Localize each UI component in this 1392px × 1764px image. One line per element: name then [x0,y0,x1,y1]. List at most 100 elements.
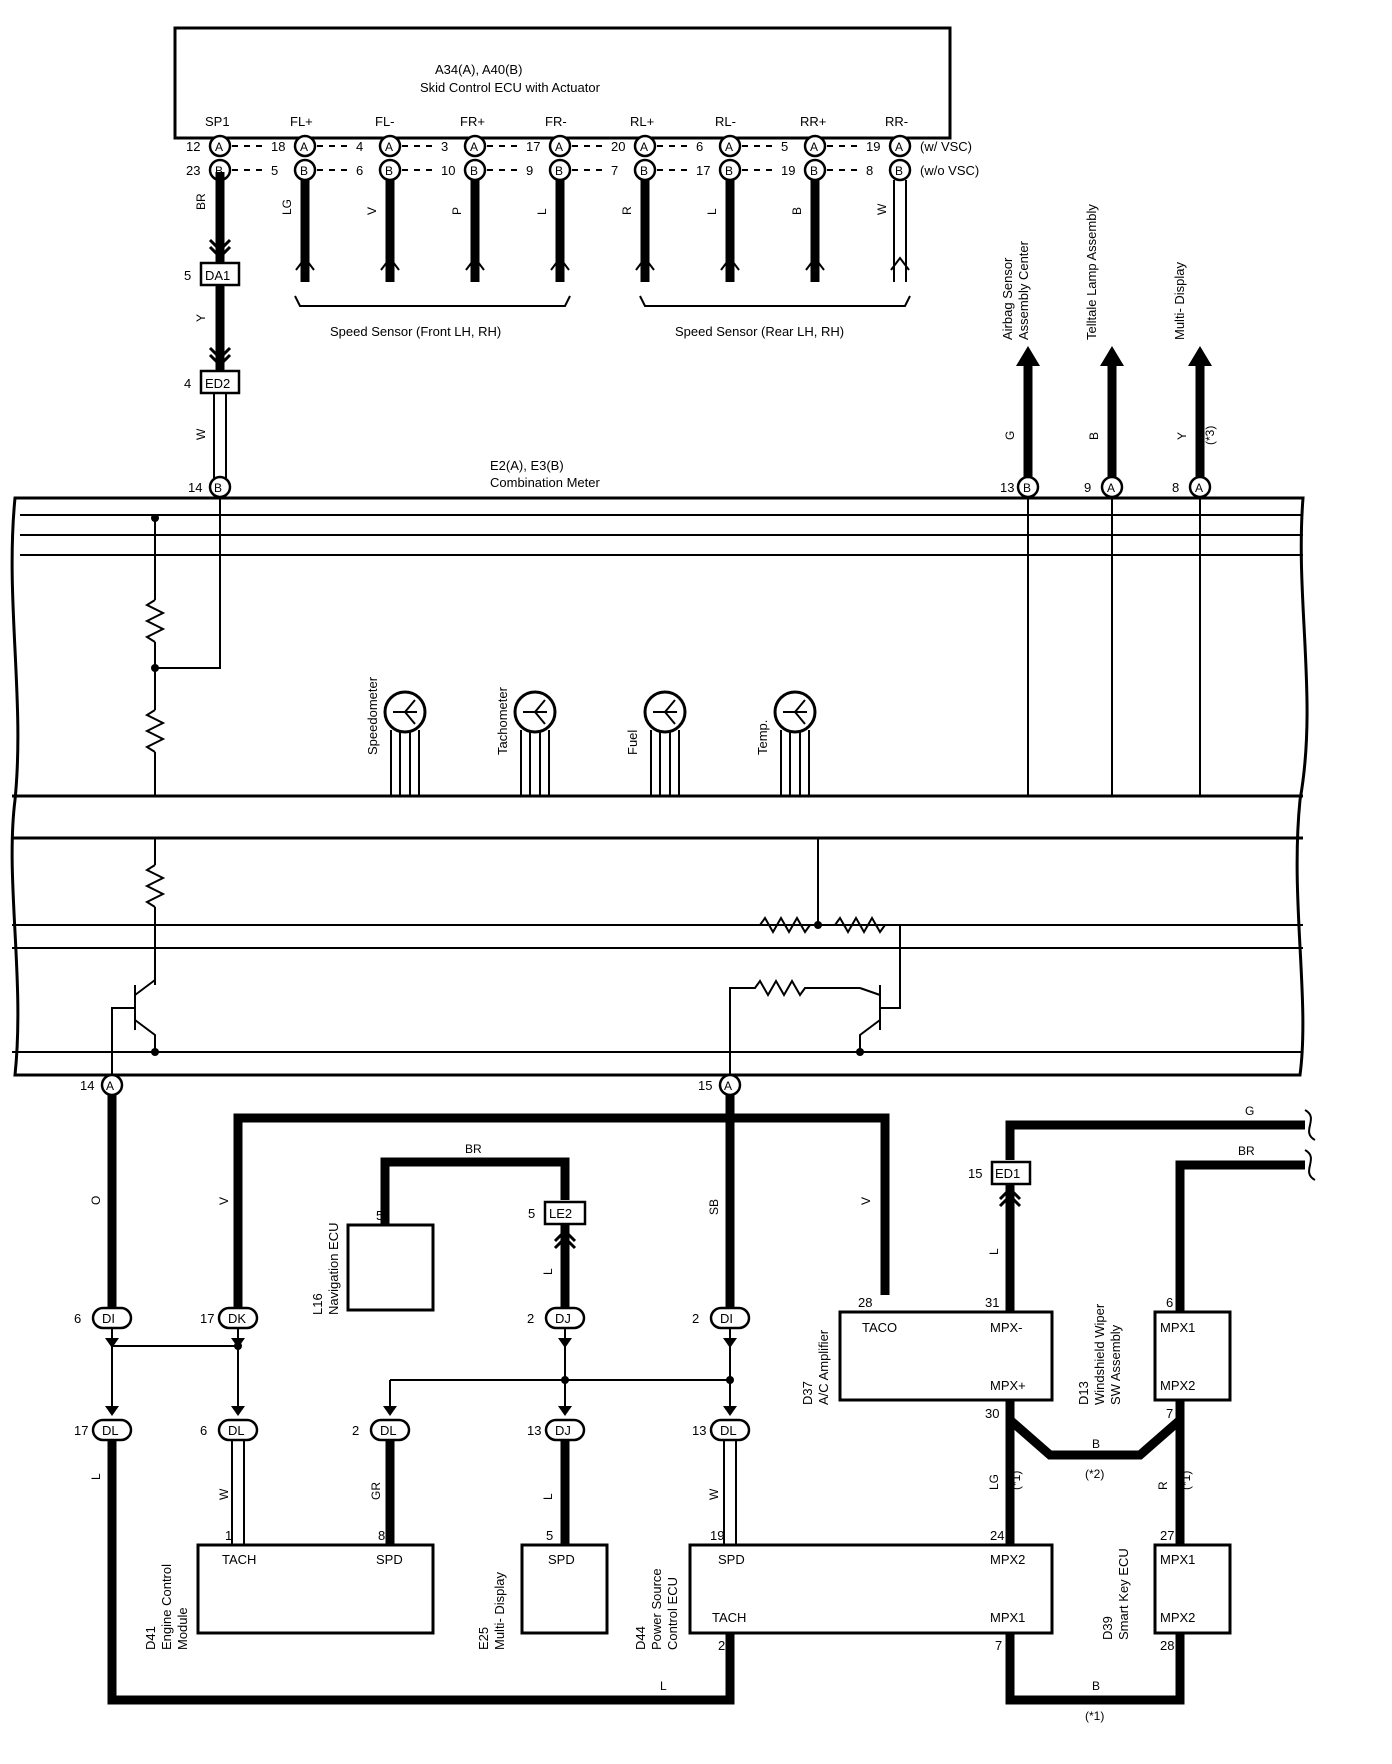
wire-sb: SB [707,1199,721,1215]
skid-conn-a-letter: A [725,140,733,154]
skid-conn-a-letter: A [300,140,308,154]
gauge-needle [523,699,547,725]
gauge-dial [383,690,427,734]
output-conn-letter: A [1107,481,1115,495]
output-pin: 13 [1000,480,1014,495]
ps-pin-mpx2: 24 [990,1528,1004,1543]
ps-pin-spd: 19 [710,1528,724,1543]
front-sensor-brace [294,295,571,307]
gauge-needle [393,699,417,725]
comb-meter-title-1: E2(A), E3(B) [490,458,564,473]
output-conn-letter: B [1023,481,1031,495]
junction-arrow [231,1406,245,1416]
skid-conn-a [463,134,487,158]
connector-dl2-label: DL [228,1423,245,1438]
gauge-label: Temp. [755,720,770,755]
skid-terminal-label: RL+ [630,114,654,129]
connector-dj2-pin: 13 [527,1423,541,1438]
skid-wire-color: R [620,206,634,215]
ecm-pin-spd: 8 [378,1528,385,1543]
wire-g: G [1245,1104,1254,1118]
md-spd: SPD [548,1552,575,1567]
le2-pin: 5 [528,1206,535,1221]
skid-conn-a [378,134,402,158]
skid-conn-a-letter: A [810,140,818,154]
ac-pin-mpxp: 30 [985,1406,999,1421]
ed2-label: ED2 [205,376,230,391]
wire-b-mid: B [1092,1437,1100,1451]
wire-b-bot: B [1092,1679,1100,1693]
skid-wire-color: B [790,207,804,215]
ac-name: A/C Amplifier [816,1329,831,1405]
gauge-wires [520,730,550,796]
connector-dl3-pin: 2 [352,1423,359,1438]
skid-row-a-pin: 5 [781,139,788,154]
wire-v2: V [859,1197,873,1205]
smart-t2: MPX2 [1160,1610,1195,1625]
junction-arrow [105,1406,119,1416]
wire-l-ed1: L [987,1248,1001,1255]
skid-wire-color: L [705,208,719,215]
wire-l-le2: L [541,1268,555,1275]
skid-row-a-pin: 3 [441,139,448,154]
skid-row-b-pin: 23 [186,163,200,178]
ps-pin-mpx1: 7 [995,1638,1002,1653]
ecm-id: D41 [143,1626,158,1650]
ac-id: D37 [800,1381,815,1405]
output-title-1: Telltale Lamp Assembly [1084,204,1099,340]
connector-dl1-pin: 17 [74,1423,88,1438]
gauge-wires [390,730,420,796]
output-title-2: Assembly Center [1016,240,1031,340]
output-arrow [1100,346,1124,366]
gauge-label: Speedometer [365,676,380,755]
ecm-spd: SPD [376,1552,403,1567]
md-pin: 5 [546,1528,553,1543]
skid-conn-a [208,134,232,158]
speed-sensor-rear-label: Speed Sensor (Rear LH, RH) [675,324,844,339]
wiper-t2: MPX2 [1160,1378,1195,1393]
skid-conn-a [803,134,827,158]
ecm-name2: Module [175,1607,190,1650]
ps-id: D44 [633,1626,648,1650]
md-id: E25 [476,1627,491,1650]
connector-dk-label: DK [228,1311,246,1326]
output-wire-color: Y [1175,432,1189,440]
skid-ecu-terminals: SP11223ABFL+185ABLGFL-46ABVFR+310ABPFR-1… [186,114,912,282]
skid-conn-a [718,134,742,158]
skid-conn-b-letter: B [470,164,478,178]
gauge-dial [773,690,817,734]
wiper-pin2: 7 [1166,1406,1173,1421]
skid-row-b-pin: 17 [696,163,710,178]
junction-arrow [723,1406,737,1416]
ps-name1: Power Source [649,1568,664,1650]
connector-dl4-label: DL [720,1423,737,1438]
skid-conn-a [633,134,657,158]
lower-circuit: O V V SB BR 5 L16 Navigation ECU 5 LE2 L… [74,1095,1316,1723]
connector-ed2 [199,369,241,395]
output-pin: 9 [1084,480,1091,495]
comb-sp-pin: 14 [188,480,202,495]
da1-label: DA1 [205,268,230,283]
wire-l-return: L [660,1679,667,1693]
skid-row-a-pin: 12 [186,139,200,154]
ps-name2: Control ECU [665,1577,680,1650]
ps-mpx1: MPX1 [990,1610,1025,1625]
ps-spd: SPD [718,1552,745,1567]
wire-br2: BR [1238,1144,1255,1158]
note-n1c: (*1) [1085,1709,1104,1723]
connector-dj1-label: DJ [555,1311,571,1326]
comb-meter-title-2: Combination Meter [490,475,600,490]
skid-conn-b-letter: B [895,164,903,178]
smart-name: Smart Key ECU [1116,1548,1131,1640]
nav-id: L16 [310,1293,325,1315]
wire-o: O [89,1196,103,1205]
wiper-t1: MPX1 [1160,1320,1195,1335]
ac-taco: TACO [862,1320,897,1335]
comb-out-a-letter: A [106,1079,114,1093]
gauge-label: Tachometer [495,686,510,755]
wiper-pin1: 6 [1166,1295,1173,1310]
smart-t1: MPX1 [1160,1552,1195,1567]
ac-pin-taco: 28 [858,1295,872,1310]
skid-conn-b-letter: B [385,164,393,178]
skid-wire-color: V [365,207,379,215]
